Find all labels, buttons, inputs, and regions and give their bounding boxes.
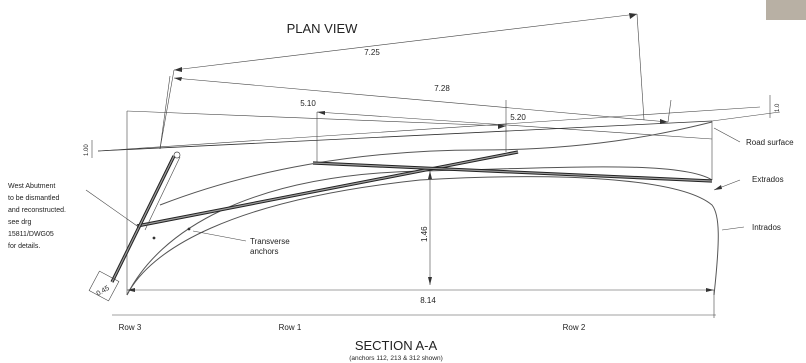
- road-surface-callout: Road surface: [713, 127, 794, 147]
- west-abutment-line-2: to be dismantled: [8, 195, 59, 202]
- west-abutment-line-6: for details.: [8, 243, 40, 250]
- dim-7-28-label: 7.28: [434, 84, 450, 93]
- extrados-callout: Extrados: [713, 175, 784, 191]
- road-surface-label: Road surface: [746, 138, 794, 147]
- dimension-7-28: 7.28: [173, 77, 672, 124]
- dim-1-46-label: 1.46: [420, 226, 429, 242]
- intrados-curve: [126, 176, 719, 296]
- transverse-label-1: Transverse: [250, 237, 290, 246]
- section-subtitle: (anchors 112, 213 & 312 shown): [349, 355, 442, 362]
- anchor-bar-main: [136, 150, 519, 228]
- plan-view-title: PLAN VIEW: [287, 21, 359, 36]
- dimension-7-25: 7.25: [159, 13, 645, 150]
- photo-fragment: [766, 0, 806, 20]
- west-abutment-note: West Abutment to be dismantled and recon…: [8, 183, 141, 250]
- west-abutment-line-4: see drg: [8, 219, 31, 226]
- row1-label: Row 1: [279, 323, 302, 332]
- dim-5-10-label: 5.10: [300, 99, 316, 108]
- dimension-5-10: 5.10: [300, 99, 713, 163]
- extrados-label: Extrados: [752, 175, 784, 184]
- west-abutment-line-5: 15811/DWG05: [8, 231, 54, 238]
- row2-label: Row 2: [563, 323, 586, 332]
- dimension-1-46: 1.46: [420, 171, 432, 285]
- anchor-bar-diagonal: [110, 151, 181, 283]
- dimension-8-14: 8.14: [127, 288, 714, 305]
- anchor-bar-second: [312, 161, 713, 183]
- west-abutment-line-1: West Abutment: [8, 183, 55, 190]
- extrados-upper: [159, 121, 713, 206]
- intrados-callout: Intrados: [721, 223, 781, 232]
- dim-8-14-label: 8.14: [420, 296, 436, 305]
- dim-left-small: 1.00: [84, 144, 90, 156]
- row3-label: Row 3: [119, 323, 142, 332]
- transverse-label-2: anchors: [250, 247, 278, 256]
- road-surface-line: [97, 120, 713, 152]
- west-abutment-line-3: and reconstructed.: [8, 207, 66, 214]
- section-title: SECTION A-A: [355, 338, 438, 353]
- dim-0-45-label: 0.45: [96, 285, 111, 298]
- intrados-label: Intrados: [752, 223, 781, 232]
- dimension-5-20: 5.20: [126, 100, 526, 152]
- dim-5-20-label: 5.20: [510, 113, 526, 122]
- transverse-anchors-callout: Transverse anchors: [192, 230, 290, 256]
- dim-7-25-label: 7.25: [364, 48, 380, 57]
- dim-right-small: 1.0: [775, 103, 781, 112]
